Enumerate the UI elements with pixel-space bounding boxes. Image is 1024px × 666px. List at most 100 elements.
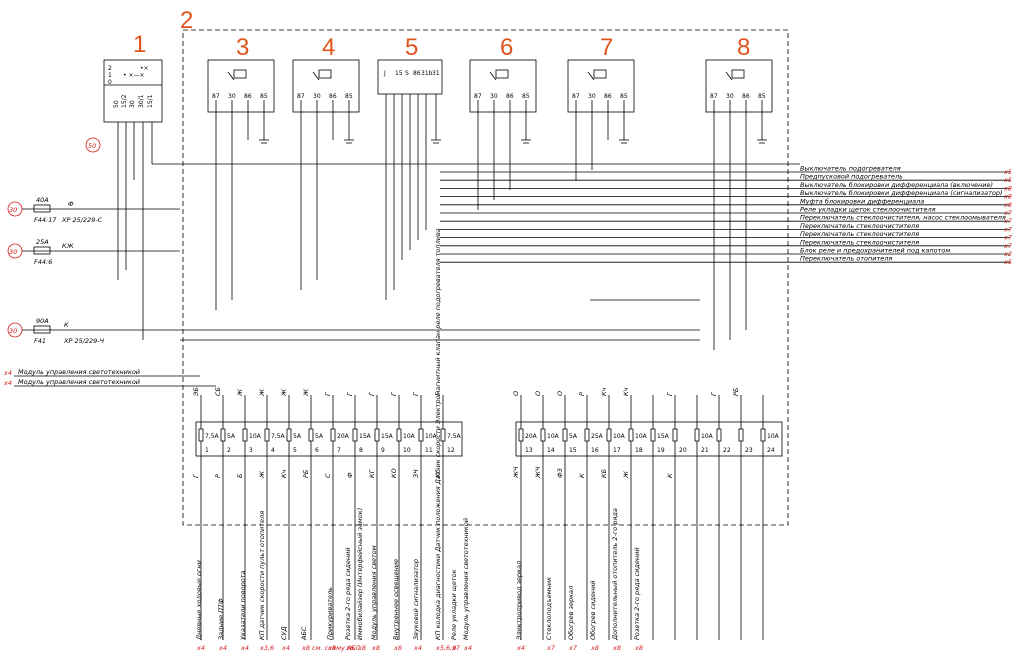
block-5-module: J 15 S 86 31b 31 <box>377 59 443 95</box>
svg-text:J: J <box>383 70 386 77</box>
fuse-element <box>286 428 292 442</box>
output-ref: х2 <box>1003 250 1012 258</box>
destination-ref: х5,6,9 <box>435 644 456 652</box>
fuse-number: 20 <box>679 447 687 454</box>
fuse-number: 21 <box>701 447 709 454</box>
block-4-number: 4 <box>322 34 335 61</box>
svg-text:50: 50 <box>113 100 120 108</box>
relay-coil <box>593 69 607 79</box>
output-label: Переключатель стеклоочистителя <box>800 230 919 238</box>
fuse-number: 18 <box>635 447 643 454</box>
svg-text:15/1: 15/1 <box>147 94 154 108</box>
svg-text:0: 0 <box>108 79 112 86</box>
relay-box <box>705 59 773 113</box>
wire-color: Ж <box>236 388 244 397</box>
fuse-rating: 10А <box>701 433 714 440</box>
wire-color: Р <box>578 392 586 396</box>
destination-ref: х4 <box>413 644 422 652</box>
fuse-element <box>760 428 766 442</box>
fuse-rating: 5А <box>315 433 324 440</box>
relay-contact <box>587 71 595 81</box>
relay-pin-label: 87 <box>474 93 482 100</box>
fuse-element <box>716 428 722 442</box>
wire-color: Г <box>710 391 718 396</box>
fuse-element <box>242 428 248 442</box>
destination-ref: х6 <box>345 644 354 652</box>
svg-text:30: 30 <box>9 206 17 214</box>
fuse-number: 13 <box>525 447 533 454</box>
fuse-rating: 10А <box>767 433 780 440</box>
block-5-number: 5 <box>405 34 418 61</box>
fuse-element <box>738 428 744 442</box>
destination-label: Розетка 2-го ряда сидений <box>633 547 641 640</box>
destination-ref: х4 <box>240 644 249 652</box>
svg-text:30: 30 <box>9 248 17 256</box>
svg-text:•×: •× <box>140 65 149 72</box>
fuse-element <box>396 428 402 442</box>
svg-text:XP 25/229-С: XP 25/229-С <box>61 216 103 224</box>
wire-color: Г <box>324 391 332 396</box>
output-ref: х7 <box>1003 242 1013 250</box>
svg-text:К: К <box>64 321 69 329</box>
relay-pin-label: 87 <box>297 93 305 100</box>
relay-pin-label: 87 <box>710 93 718 100</box>
output-ref: х5 <box>1003 258 1012 266</box>
destination-label: Розетка 2-го ряда сидений <box>344 547 352 640</box>
relay-pin-label: 86 <box>329 93 337 100</box>
output-ref: х8 <box>1003 184 1012 192</box>
svg-text:1: 1 <box>108 72 112 79</box>
wire-color: Ж <box>258 388 266 397</box>
svg-text:х4: х4 <box>3 379 12 387</box>
wire-color: КО <box>390 468 398 478</box>
ignition-switch: 2 1 0 • ×—× •× 50 15/2 30 30/1 15/1 <box>103 59 163 123</box>
wires <box>117 94 1010 640</box>
output-ref: х7 <box>1003 209 1013 217</box>
destination-ref: х7 <box>451 644 461 652</box>
fuse-number: 6 <box>315 447 319 454</box>
svg-text:31: 31 <box>432 70 440 77</box>
wire-color: Р <box>214 474 222 478</box>
wire-color: О <box>534 391 542 396</box>
relay-pin-label: 87 <box>572 93 580 100</box>
fuse-number: 17 <box>613 447 621 454</box>
output-ref: х7 <box>1003 225 1013 233</box>
svg-text:F44:17: F44:17 <box>34 216 57 224</box>
fuse-number: 1 <box>205 447 209 454</box>
fuse-rating: 10А <box>403 433 416 440</box>
input-50-circle: 50 <box>85 137 101 153</box>
fuse-rating: 7,5А <box>205 433 220 440</box>
relay-pin-label: 85 <box>345 93 353 100</box>
destination-label: Задние ПТФ <box>217 598 225 640</box>
destination-ref: х8 см. схему АБС <box>301 644 361 652</box>
fuse-element <box>540 428 546 442</box>
fuse-element <box>418 428 424 442</box>
fuse-element <box>264 428 270 442</box>
wire-color: РБ <box>732 387 740 396</box>
destination-ref: х8 <box>393 644 402 652</box>
output-label: Переключатель стеклоочистителя <box>800 238 919 246</box>
fuse-number: 24 <box>767 447 775 454</box>
block-7-number: 7 <box>600 34 613 61</box>
wire-color: Ж <box>280 388 288 397</box>
relay-pin-label: 30 <box>588 93 596 100</box>
relay-pin-label: 30 <box>313 93 321 100</box>
wire-color: КС <box>434 468 442 478</box>
wire-color: Кч <box>600 387 608 396</box>
wire-color: Ж <box>622 470 630 479</box>
destination-label: Реле укладки щеток <box>450 569 458 640</box>
output-label: Реле укладки щеток стеклоочистителя <box>800 206 936 214</box>
output-label: Переключатель отопителя <box>800 255 892 263</box>
relay-coil <box>731 69 745 79</box>
destination-label: Дневные ходовые огни <box>195 560 203 641</box>
left-input-f41: 30 90А F41 XP 25/229-Ч К <box>7 317 180 345</box>
destination-label: Стеклоподъемник <box>545 577 553 640</box>
destination-label: Обогрев зеркал <box>567 586 575 640</box>
svg-text:86: 86 <box>413 70 421 77</box>
destination-label: Модуль управления светотехникой <box>462 518 470 640</box>
destination-label: Звуковой сигнализатор <box>412 559 420 640</box>
fuse-number: 11 <box>425 447 433 454</box>
svg-text:31b: 31b <box>421 70 433 77</box>
wire-color: К <box>578 473 586 478</box>
